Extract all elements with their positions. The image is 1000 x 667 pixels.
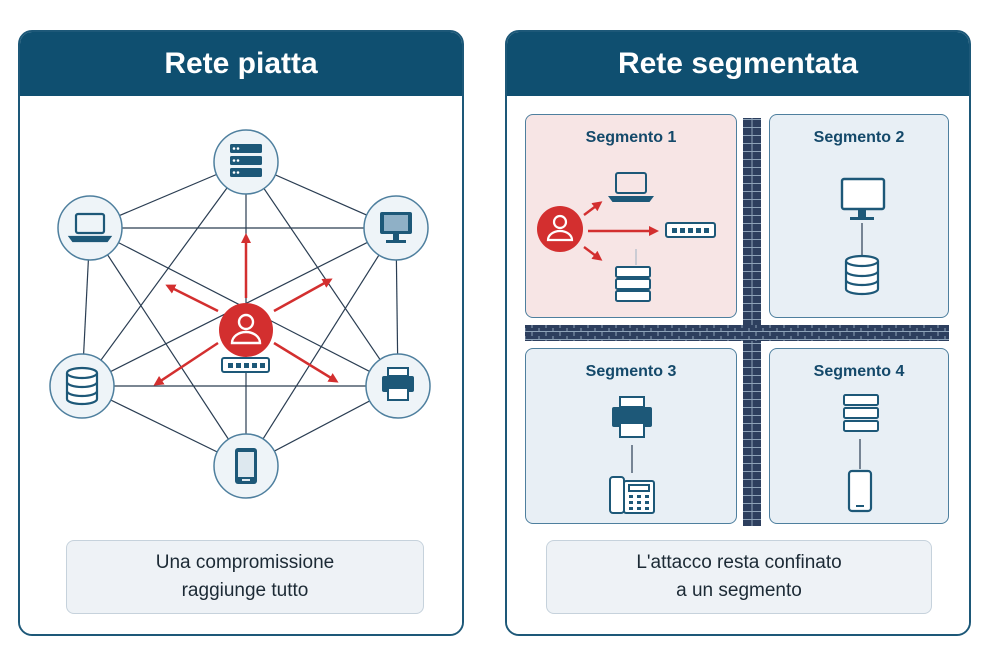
flat-network-diagram: Una compromissione raggiunge tutto [20, 96, 462, 634]
segmented-network-caption: L'attacco resta confinato a un segmento [546, 540, 932, 614]
server-icon [843, 394, 879, 432]
switch-icon [221, 357, 270, 373]
phone-icon [235, 448, 257, 484]
phone-icon [847, 469, 873, 513]
printer-icon [612, 396, 652, 438]
laptop-icon [608, 172, 654, 202]
firewall-vertical [743, 118, 761, 526]
caption-line-1: Una compromissione [155, 552, 335, 573]
caption-line-2: a un segmento [676, 580, 802, 601]
firewall-horizontal [525, 325, 949, 341]
database-icon [844, 254, 880, 296]
attacker-icon [219, 303, 273, 357]
printer-icon [382, 367, 414, 401]
segment-1: Segmento 1 [525, 114, 737, 318]
caption-line-2: raggiunge tutto [181, 580, 309, 601]
segment-label: Segmento 1 [585, 129, 677, 146]
segment-label: Segmento 4 [813, 363, 905, 380]
compromise-arrows [153, 233, 339, 386]
segment-4: Segmento 4 [769, 348, 949, 524]
flat-network-caption: Una compromissione raggiunge tutto [66, 540, 424, 614]
desk-phone-icon [609, 476, 655, 514]
segment-3: Segmento 3 [525, 348, 737, 524]
segmented-network-diagram: Segmento 1 [507, 96, 969, 634]
database-node [49, 353, 115, 419]
flat-network-graph [49, 129, 431, 499]
segment-2: Segmento 2 [769, 114, 949, 318]
server-icon [615, 266, 651, 302]
panel-title: Rete piatta [20, 32, 462, 96]
laptop-node [57, 195, 123, 261]
monitor-icon [380, 212, 412, 243]
monitor-icon [840, 177, 886, 220]
attacker-icon [537, 206, 583, 252]
database-icon [65, 366, 99, 406]
server-icon [230, 144, 262, 177]
phone-node [213, 433, 279, 499]
panel-title: Rete segmentata [507, 32, 969, 96]
switch-icon [665, 222, 716, 238]
printer-node [365, 353, 431, 419]
monitor-node [363, 195, 429, 261]
server-node [213, 129, 279, 195]
caption-line-1: L'attacco resta confinato [636, 552, 842, 573]
flat-network-panel: Rete piatta [18, 30, 464, 636]
segment-label: Segmento 3 [585, 363, 677, 380]
segmented-network-panel: Rete segmentata Segmento 1 [505, 30, 971, 636]
laptop-icon [67, 212, 113, 243]
segment-label: Segmento 2 [813, 129, 905, 146]
